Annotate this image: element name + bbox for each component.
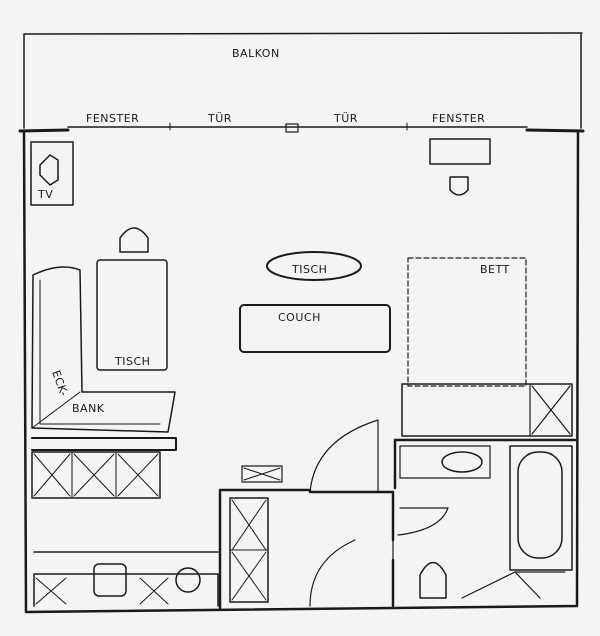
door-right-label: TÜR xyxy=(333,112,358,125)
washbasin xyxy=(441,451,483,473)
balcony-label: BALKON xyxy=(232,47,280,60)
balcony xyxy=(23,32,583,129)
outer-walls xyxy=(18,122,585,614)
dining-table xyxy=(96,259,168,371)
desk xyxy=(429,138,491,165)
sink xyxy=(175,567,201,593)
door-left-label: TÜR xyxy=(207,112,232,125)
coffee-table xyxy=(266,251,362,281)
tv-label: TV xyxy=(37,188,53,201)
dining-chair xyxy=(119,227,149,253)
kitchen-cabinets-left xyxy=(31,451,161,499)
chair xyxy=(449,176,469,196)
window-right-label: FENSTER xyxy=(432,112,485,125)
stove xyxy=(93,563,127,597)
kitchen-counter xyxy=(33,551,219,607)
corner-bench xyxy=(31,266,177,451)
bed xyxy=(401,257,573,437)
toilet xyxy=(419,561,447,599)
interior-walls xyxy=(218,419,577,610)
couch-label: COUCH xyxy=(278,311,321,324)
bathtub xyxy=(461,445,573,599)
corner-bench-label-1: ECK- xyxy=(49,369,70,399)
corner-bench-label-2: BANK xyxy=(72,402,105,415)
couch xyxy=(239,304,391,353)
coffee-table-label: TISCH xyxy=(291,263,327,276)
dining-table-label: TISCH xyxy=(114,355,150,368)
tv xyxy=(30,141,74,206)
washbasin-counter xyxy=(399,445,491,479)
window-left-label: FENSTER xyxy=(86,112,139,125)
small-cabinet xyxy=(241,465,283,483)
bed-label: BETT xyxy=(480,263,510,276)
